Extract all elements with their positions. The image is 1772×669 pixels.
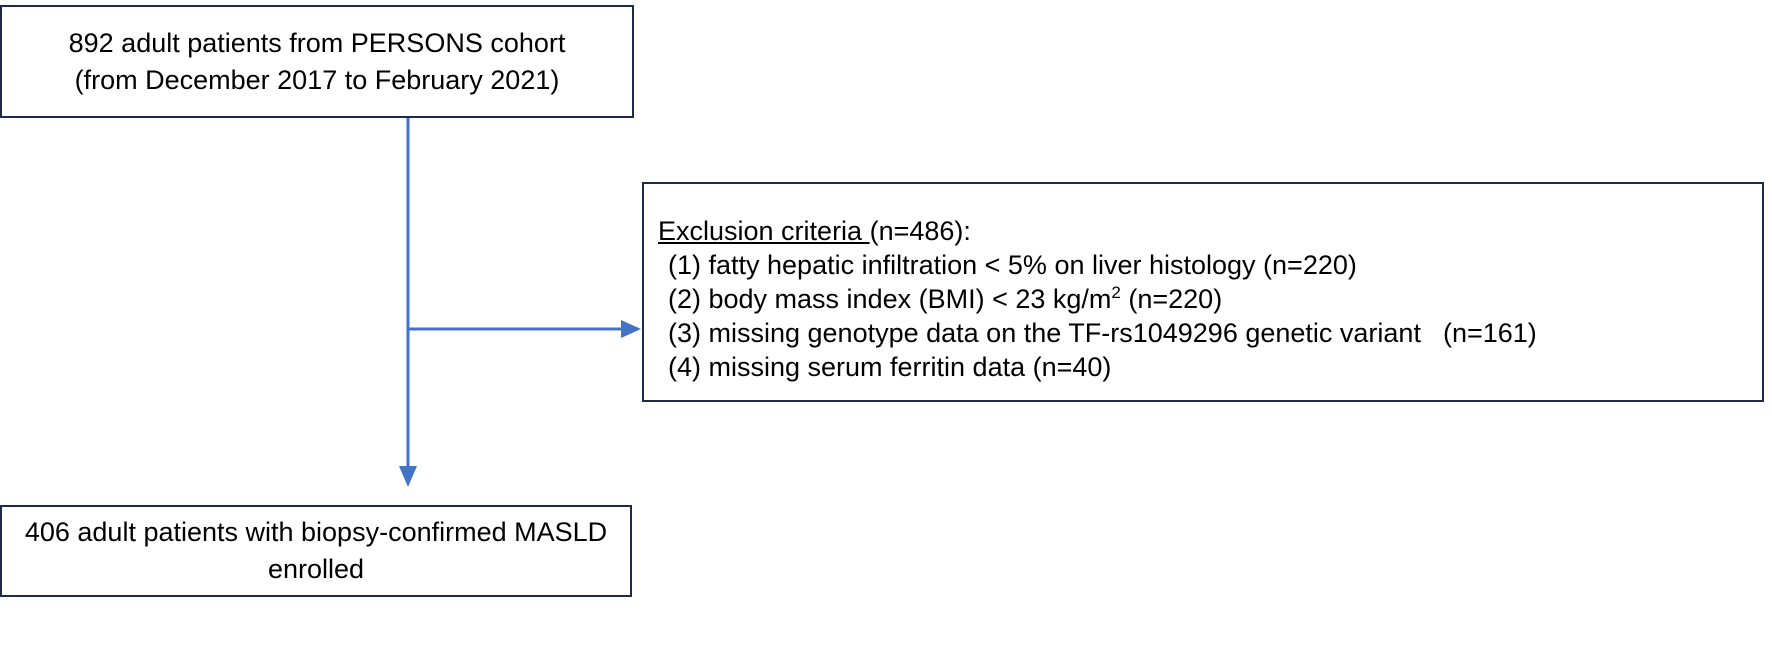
exclusion-item-4-text: missing serum ferritin data (n=40) bbox=[708, 352, 1112, 382]
bottom-box-line-1: 406 adult patients with biopsy-confirmed… bbox=[24, 517, 608, 547]
top-box-line-2: (from December 2017 to February 2021) bbox=[74, 64, 560, 95]
exclusion-item-1-prefix: (1) bbox=[668, 250, 709, 280]
exclusion-item-2-text: body mass index (BMI) < 23 kg/m bbox=[708, 284, 1112, 314]
bottom-box-line-2: enrolled bbox=[267, 554, 365, 584]
down-arrowhead-icon bbox=[399, 466, 417, 487]
exclusion-item-1: (1) fatty hepatic infiltration < 5% on l… bbox=[658, 248, 1762, 282]
exclusion-item-3-count: (n=161) bbox=[1442, 318, 1537, 348]
top-box-line-1: 892 adult patients from PERSONS cohort bbox=[68, 27, 566, 58]
exclusion-item-2-count: (n=220) bbox=[1120, 284, 1223, 314]
exclusion-item-3-prefix: (3) bbox=[668, 318, 709, 348]
exclusion-item-1-text: fatty hepatic infiltration < 5% on liver… bbox=[708, 250, 1357, 280]
right-arrowhead-icon bbox=[621, 320, 641, 338]
exclusion-item-4: (4) missing serum ferritin data (n=40) bbox=[658, 350, 1762, 384]
exclusion-item-4-prefix: (4) bbox=[668, 352, 709, 382]
exclusion-item-2-prefix: (2) bbox=[668, 284, 709, 314]
exclusion-header: Exclusion criteria (n=486): bbox=[658, 214, 1762, 248]
exclusion-item-2: (2) body mass index (BMI) < 23 kg/m2 (n=… bbox=[658, 282, 1762, 316]
top-cohort-box: 892 adult patients from PERSONS cohort (… bbox=[0, 5, 634, 118]
exclusion-header-count: (n=486): bbox=[869, 216, 971, 246]
exclusion-item-3-text: missing genotype data on the TF-rs104929… bbox=[708, 318, 1421, 348]
exclusion-item-3: (3) missing genotype data on the TF-rs10… bbox=[658, 316, 1762, 350]
enrolled-cohort-box: 406 adult patients with biopsy-confirmed… bbox=[0, 505, 632, 597]
exclusion-criteria-box: Exclusion criteria (n=486): (1) fatty he… bbox=[642, 182, 1764, 402]
exclusion-item-2-superscript: 2 bbox=[1111, 283, 1121, 302]
exclusion-header-underlined: Exclusion criteria bbox=[658, 216, 870, 246]
